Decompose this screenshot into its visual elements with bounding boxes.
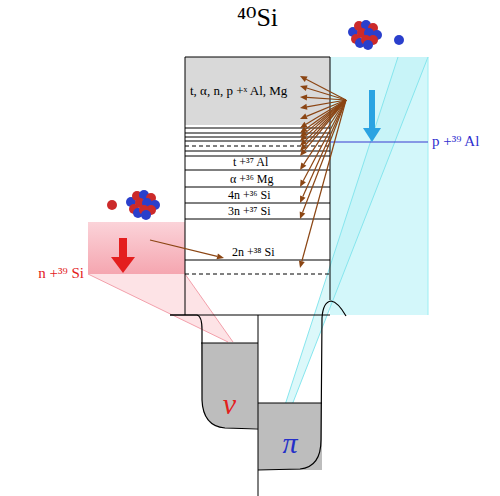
threshold-label: 3n +³⁷ Si (228, 205, 271, 217)
threshold-line (185, 203, 330, 204)
proton-region-edge (428, 57, 429, 315)
decay-arrow-head (300, 163, 306, 170)
threshold-label: 4n +³⁶ Si (228, 189, 271, 201)
decay-arrow-head (300, 179, 306, 187)
threshold-label: α +³⁶ Mg (230, 173, 274, 185)
proton-well: π (258, 403, 322, 470)
neutron-threshold-line (185, 274, 330, 275)
decay-arrow (307, 97, 346, 100)
nucleus-title: ⁴⁰Si (185, 3, 330, 33)
level-lines (185, 128, 330, 274)
box-edge (185, 57, 186, 315)
threshold-label: 2n +³⁸ Si (232, 246, 275, 258)
nucleus-icon (126, 190, 160, 220)
decay-arrow-head (300, 149, 307, 156)
decay-arrow-head (300, 85, 308, 91)
neutron-arrow-head (111, 257, 135, 273)
axis-line (258, 315, 259, 496)
decay-arrow-head (300, 195, 306, 203)
decay-arrow-head (216, 253, 224, 259)
decay-arrow (307, 88, 346, 100)
neutron-arrow-shaft (119, 238, 127, 259)
neutron-beam-edge (185, 274, 233, 342)
neutron-well: ν (201, 343, 258, 428)
decay-arrow-head (300, 104, 307, 110)
proton-potential (258, 301, 346, 470)
fermi-line (201, 343, 258, 344)
neutron-beam-edge (88, 274, 228, 342)
decay-arrow-head (300, 76, 308, 82)
neutron-channel-box: n +³⁹ Si (88, 222, 185, 274)
level-line (185, 151, 330, 152)
decay-arrow (302, 100, 346, 261)
neutron-icon (107, 200, 117, 210)
decay-arrow-head (300, 114, 308, 120)
proton-arrow-shaft (369, 90, 375, 130)
proton-threshold-line (330, 141, 428, 142)
channel-label: n +³⁹ Si (38, 265, 84, 282)
proton-icon (394, 35, 404, 45)
nucleon (363, 40, 373, 50)
nucleon (141, 210, 151, 220)
box-edge (330, 57, 331, 300)
nucleus-icon (348, 20, 382, 50)
threshold-label: t +³⁷ Al (233, 156, 268, 168)
threshold-line (185, 219, 330, 220)
continuum-fill (185, 57, 330, 125)
decay-arrow-head (300, 211, 306, 219)
continuum-label: t, α, n, p +ˣ Al, Mg (190, 83, 287, 98)
decay-arrow (303, 100, 346, 197)
fermi-line (258, 403, 322, 404)
neutron-region-fill (88, 222, 185, 274)
proton-channel-box: p +³⁹ Al (330, 57, 428, 315)
decay-arrow (304, 100, 346, 151)
neutron-potential (170, 315, 258, 429)
decay-arrow (303, 100, 346, 181)
proton-well-fill (258, 403, 322, 470)
decay-arrow (306, 79, 346, 100)
channel-label: p +³⁹ Al (432, 133, 479, 150)
box-edge (185, 57, 330, 58)
decay-arrow-head (300, 94, 307, 100)
threshold-line (185, 187, 330, 188)
continuum-band: t, α, n, p +ˣ Al, Mg (185, 57, 330, 125)
decay-arrow-head (299, 260, 305, 268)
well-symbol: ν (201, 387, 258, 421)
decay-arrow (150, 240, 217, 256)
proton-arrow-head (363, 128, 381, 142)
proton-beam (285, 57, 428, 405)
level-scheme-box: ⁴⁰Sit, α, n, p +ˣ Al, Mg (185, 57, 330, 315)
threshold-line (185, 260, 330, 261)
decay-arrow (303, 100, 346, 212)
neutron-beam (88, 274, 233, 342)
well-symbol: π (258, 426, 322, 460)
neutron-well-fill (201, 343, 258, 428)
